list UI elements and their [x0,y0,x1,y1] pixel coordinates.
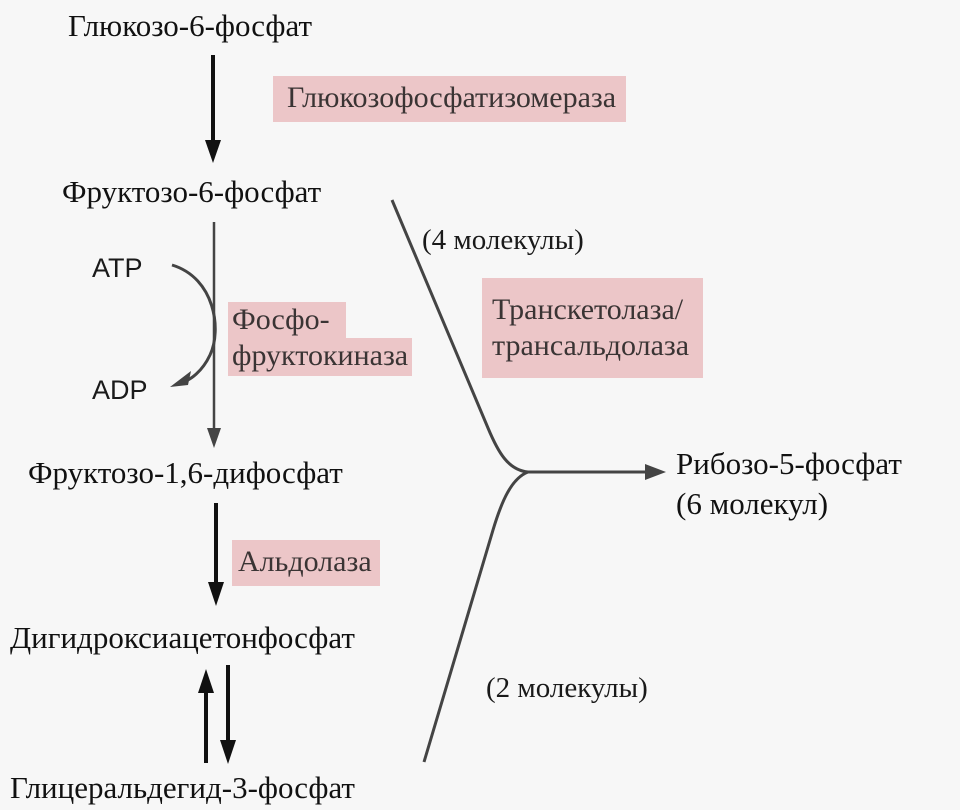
branch-line-f6p [390,199,529,474]
arrow-g6p-to-f6p [205,55,221,163]
node-glyceraldehyde-3-phosphate: Глицеральдегид-3-фосфат [10,770,355,805]
cofactor-atp: ATP [92,253,143,283]
reversible-arrow-dhap-g3p [198,665,236,764]
enzyme-glucose-phosphate-isomerase: Глюкозофосфатизомераза [273,76,627,122]
enzyme-phosphofructokinase: Фосфо- фруктокиназа [222,300,420,380]
cofactor-adp: ADP [92,375,148,405]
branch-line-g3p [422,470,529,763]
arrow-to-r5p [526,464,666,480]
stoichiometry-2-molecules: (2 молекулы) [486,672,648,704]
node-fructose-6-phosphate: Фруктозо-6-фосфат [62,174,322,209]
node-glucose-6-phosphate: Глюкозо-6-фосфат [68,8,313,43]
node-dihydroxyacetone-phosphate: Дигидроксиацетонфосфат [10,620,355,655]
enzyme-transketolase-transaldolase: Транскетолаза/ трансальдолаза [482,278,704,378]
enzyme-aldolase: Альдолаза [232,540,380,586]
node-fructose-1-6-bisphosphate: Фруктозо-1,6-дифосфат [28,455,343,490]
arrow-f16bp-to-dhap [208,503,224,606]
r5p-molecule-count: (6 молекул) [676,486,829,521]
atp-adp-curve-arrow [170,263,217,387]
stoichiometry-4-molecules: (4 молекулы) [422,224,584,256]
node-ribose-5-phosphate: Рибозо-5-фосфат [676,446,902,481]
